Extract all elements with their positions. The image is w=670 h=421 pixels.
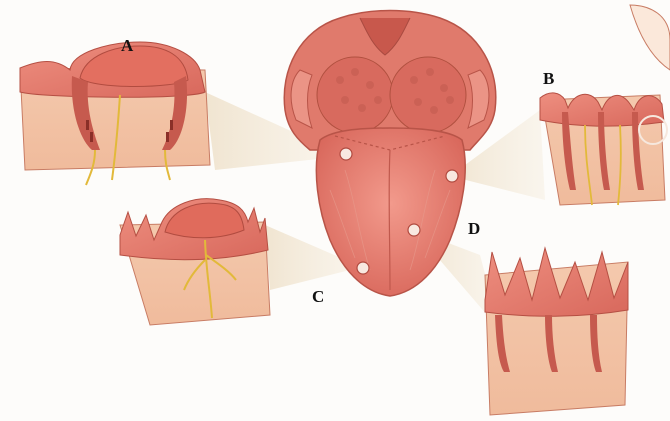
label-c: C bbox=[312, 287, 324, 307]
label-a: A bbox=[121, 36, 133, 56]
marker-d bbox=[408, 224, 420, 236]
papilla-block-b bbox=[540, 5, 670, 205]
papilla-block-d bbox=[485, 248, 628, 415]
papilla-block-c bbox=[120, 199, 270, 325]
marker-a bbox=[340, 148, 352, 160]
label-b: B bbox=[543, 69, 554, 89]
label-d: D bbox=[468, 219, 480, 239]
papilla-block-a bbox=[20, 42, 210, 185]
marker-c bbox=[357, 262, 369, 274]
marker-b bbox=[446, 170, 458, 182]
lingual-tonsil-right bbox=[390, 57, 466, 133]
